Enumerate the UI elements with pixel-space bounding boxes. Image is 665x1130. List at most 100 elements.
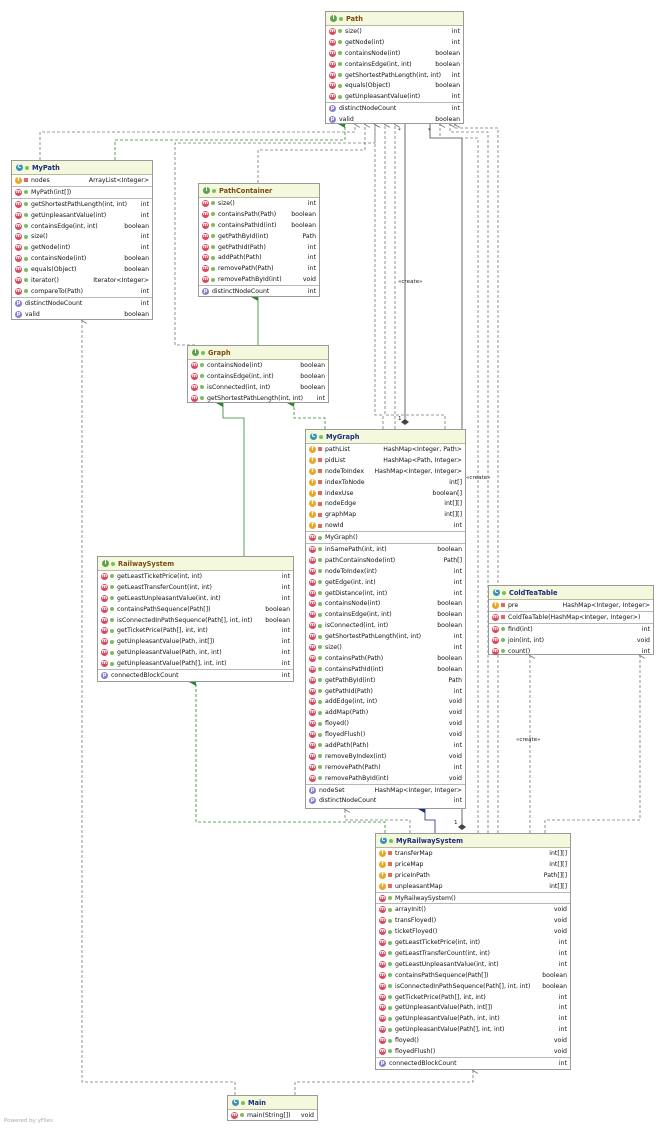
method-row[interactable]: mgetPathById(int)Path bbox=[306, 675, 465, 686]
method-row[interactable]: mgetLeastUnpleasantValue(int, int)int bbox=[98, 593, 293, 604]
method-row[interactable]: mnodeToIndex(int)int bbox=[306, 566, 465, 577]
method-row[interactable]: mColdTeaTable(HashMap<Integer, Integer>) bbox=[489, 612, 653, 623]
method-row[interactable]: mgetUnpleasantValue(Path, int, int)int bbox=[98, 647, 293, 658]
method-row[interactable]: mgetPathId(Path)int bbox=[199, 242, 319, 253]
class-mygraph[interactable]: CMyGraphfpathListHashMap<Integer, Path>f… bbox=[305, 429, 466, 809]
method-row[interactable]: mcontainsPathId(int)boolean bbox=[306, 664, 465, 675]
method-row[interactable]: mgetPathId(Path)int bbox=[306, 686, 465, 697]
method-row[interactable]: mfloyedFlush()void bbox=[306, 729, 465, 740]
method-row[interactable]: maddMap(Path)void bbox=[306, 707, 465, 718]
field-row[interactable]: ftransferMapint[][] bbox=[376, 848, 570, 859]
method-row[interactable]: mremovePathById(int)void bbox=[199, 274, 319, 285]
field-row[interactable]: fgraphMapint[][] bbox=[306, 509, 465, 520]
method-row[interactable]: mgetUnpleasantValue(Path, int, int)int bbox=[376, 1013, 570, 1024]
method-row[interactable]: mgetTicketPrice(Path[], int, int)int bbox=[98, 625, 293, 636]
method-row[interactable]: misConnected(int, int)boolean bbox=[188, 382, 328, 393]
method-row[interactable]: mcontainsEdge(int, int)boolean bbox=[326, 59, 463, 70]
method-row[interactable]: marrayInit()void bbox=[376, 904, 570, 915]
method-row[interactable]: mcontainsNode(int)boolean bbox=[306, 598, 465, 609]
class-railwaysystem[interactable]: IRailwaySystemmgetLeastTicketPrice(int, … bbox=[97, 556, 294, 682]
class-pathcontainer[interactable]: IPathContainermsize()intmcontainsPath(Pa… bbox=[198, 183, 320, 297]
field-row[interactable]: fpreHashMap<Integer, Integer> bbox=[489, 600, 653, 611]
method-row[interactable]: msize()int bbox=[12, 231, 152, 242]
method-row[interactable]: mfloyedFlush()void bbox=[376, 1046, 570, 1057]
method-row[interactable]: mgetPathById(int)Path bbox=[199, 231, 319, 242]
method-row[interactable]: mcontainsPathSequence(Path[])boolean bbox=[376, 970, 570, 981]
method-row[interactable]: mcontainsPath(Path)boolean bbox=[199, 209, 319, 220]
field-row[interactable]: findexToNodeint[] bbox=[306, 477, 465, 488]
method-row[interactable]: mcontainsNode(int)boolean bbox=[326, 48, 463, 59]
property-row[interactable]: pdistinctNodeCountint bbox=[199, 286, 319, 297]
method-row[interactable]: mtransFloyed()void bbox=[376, 915, 570, 926]
property-row[interactable]: pdistinctNodeCountint bbox=[306, 796, 465, 807]
method-row[interactable]: mcontainsPath(Path)boolean bbox=[306, 653, 465, 664]
method-row[interactable]: minSamePath(int, int)boolean bbox=[306, 544, 465, 555]
method-row[interactable]: maddEdge(int, int)void bbox=[306, 696, 465, 707]
field-row[interactable]: fnodeEdgeint[][] bbox=[306, 498, 465, 509]
method-row[interactable]: mcontainsEdge(int, int)boolean bbox=[306, 609, 465, 620]
class-graph[interactable]: IGraphmcontainsNode(int)booleanmcontains… bbox=[187, 345, 329, 403]
class-path[interactable]: IPathmsize()intmgetNode(int)intmcontains… bbox=[325, 11, 464, 124]
method-row[interactable]: mcontainsEdge(int, int)boolean bbox=[188, 371, 328, 382]
method-row[interactable]: mMyRailwaySystem() bbox=[376, 893, 570, 904]
field-row[interactable]: fpriceMapint[][] bbox=[376, 859, 570, 870]
field-row[interactable]: findexUseboolean[] bbox=[306, 488, 465, 499]
method-row[interactable]: mgetShortestPathLength(int, int)int bbox=[306, 631, 465, 642]
property-row[interactable]: pvalidboolean bbox=[326, 114, 463, 125]
property-row[interactable]: pconnectedBlockCountint bbox=[376, 1058, 570, 1069]
method-row[interactable]: maddPath(Path)int bbox=[306, 740, 465, 751]
class-coldteatable[interactable]: CColdTeaTablefpreHashMap<Integer, Intege… bbox=[488, 585, 654, 655]
field-row[interactable]: fnowIdint bbox=[306, 520, 465, 531]
method-row[interactable]: msize()int bbox=[326, 26, 463, 37]
method-row[interactable]: mfind(int)int bbox=[489, 624, 653, 635]
method-row[interactable]: mcontainsNode(int)boolean bbox=[12, 253, 152, 264]
method-row[interactable]: maddPath(Path)int bbox=[199, 252, 319, 263]
method-row[interactable]: mremoveByIndex(int)void bbox=[306, 751, 465, 762]
method-row[interactable]: mgetNode(int)int bbox=[326, 37, 463, 48]
method-row[interactable]: mMyGraph() bbox=[306, 532, 465, 543]
method-row[interactable]: mgetNode(int)int bbox=[12, 242, 152, 253]
method-row[interactable]: mgetUnpleasantValue(Path[], int, int)int bbox=[98, 658, 293, 669]
method-row[interactable]: msize()int bbox=[306, 642, 465, 653]
method-row[interactable]: mgetDistance(int, int)int bbox=[306, 588, 465, 599]
method-row[interactable]: mcompareTo(Path)int bbox=[12, 286, 152, 297]
method-row[interactable]: mremovePath(Path)int bbox=[199, 263, 319, 274]
method-row[interactable]: mcontainsPathSequence(Path[])boolean bbox=[98, 604, 293, 615]
property-row[interactable]: pvalidboolean bbox=[12, 309, 152, 320]
method-row[interactable]: mcontainsEdge(int, int)boolean bbox=[12, 221, 152, 232]
method-row[interactable]: mjoin(int, int)void bbox=[489, 635, 653, 646]
method-row[interactable]: mgetLeastTransferCount(int, int)int bbox=[98, 582, 293, 593]
method-row[interactable]: mgetUnpleasantValue(int)int bbox=[12, 210, 152, 221]
method-row[interactable]: mcount()int bbox=[489, 646, 653, 657]
field-row[interactable]: fpathListHashMap<Integer, Path> bbox=[306, 444, 465, 455]
method-row[interactable]: mgetLeastTicketPrice(int, int)int bbox=[376, 937, 570, 948]
method-row[interactable]: miterator()Iterator<Integer> bbox=[12, 275, 152, 286]
method-row[interactable]: mcontainsNode(int)boolean bbox=[188, 360, 328, 371]
property-row[interactable]: pnodeSetHashMap<Integer, Integer> bbox=[306, 785, 465, 796]
class-main[interactable]: CMainmmain(String[])void bbox=[227, 1095, 318, 1121]
class-mypath[interactable]: CMyPathfnodesArrayList<Integer>mMyPath(i… bbox=[11, 160, 153, 320]
class-myrailwaysystem[interactable]: CMyRailwaySystemftransferMapint[][]fpric… bbox=[375, 833, 571, 1070]
field-row[interactable]: fpriceInPathPath[][] bbox=[376, 870, 570, 881]
field-row[interactable]: fnodeToIndexHashMap<Integer, Integer> bbox=[306, 466, 465, 477]
method-row[interactable]: mmain(String[])void bbox=[228, 1110, 317, 1121]
method-row[interactable]: mticketFloyed()void bbox=[376, 926, 570, 937]
method-row[interactable]: mgetLeastTicketPrice(int, int)int bbox=[98, 571, 293, 582]
method-row[interactable]: mgetShortestPathLength(int, int)int bbox=[326, 70, 463, 81]
method-row[interactable]: mgetTicketPrice(Path[], int, int)int bbox=[376, 992, 570, 1003]
field-row[interactable]: fpidListHashMap<Path, Integer> bbox=[306, 455, 465, 466]
method-row[interactable]: mgetUnpleasantValue(Path, int[])int bbox=[98, 636, 293, 647]
method-row[interactable]: mfloyed()void bbox=[376, 1035, 570, 1046]
method-row[interactable]: mequals(Object)boolean bbox=[326, 80, 463, 91]
method-row[interactable]: mgetShortestPathLength(int, int)int bbox=[188, 393, 328, 404]
field-row[interactable]: fnodesArrayList<Integer> bbox=[12, 175, 152, 186]
property-row[interactable]: pdistinctNodeCountint bbox=[326, 103, 463, 114]
property-row[interactable]: pdistinctNodeCountint bbox=[12, 298, 152, 309]
method-row[interactable]: misConnectedInPathSequence(Path[], int, … bbox=[98, 615, 293, 626]
method-row[interactable]: mgetShortestPathLength(int, int)int bbox=[12, 199, 152, 210]
method-row[interactable]: mfloyed()void bbox=[306, 718, 465, 729]
method-row[interactable]: mgetLeastUnpleasantValue(int, int)int bbox=[376, 959, 570, 970]
method-row[interactable]: mpathContainsNode(int)Path[] bbox=[306, 555, 465, 566]
method-row[interactable]: misConnected(int, int)boolean bbox=[306, 620, 465, 631]
method-row[interactable]: msize()int bbox=[199, 198, 319, 209]
